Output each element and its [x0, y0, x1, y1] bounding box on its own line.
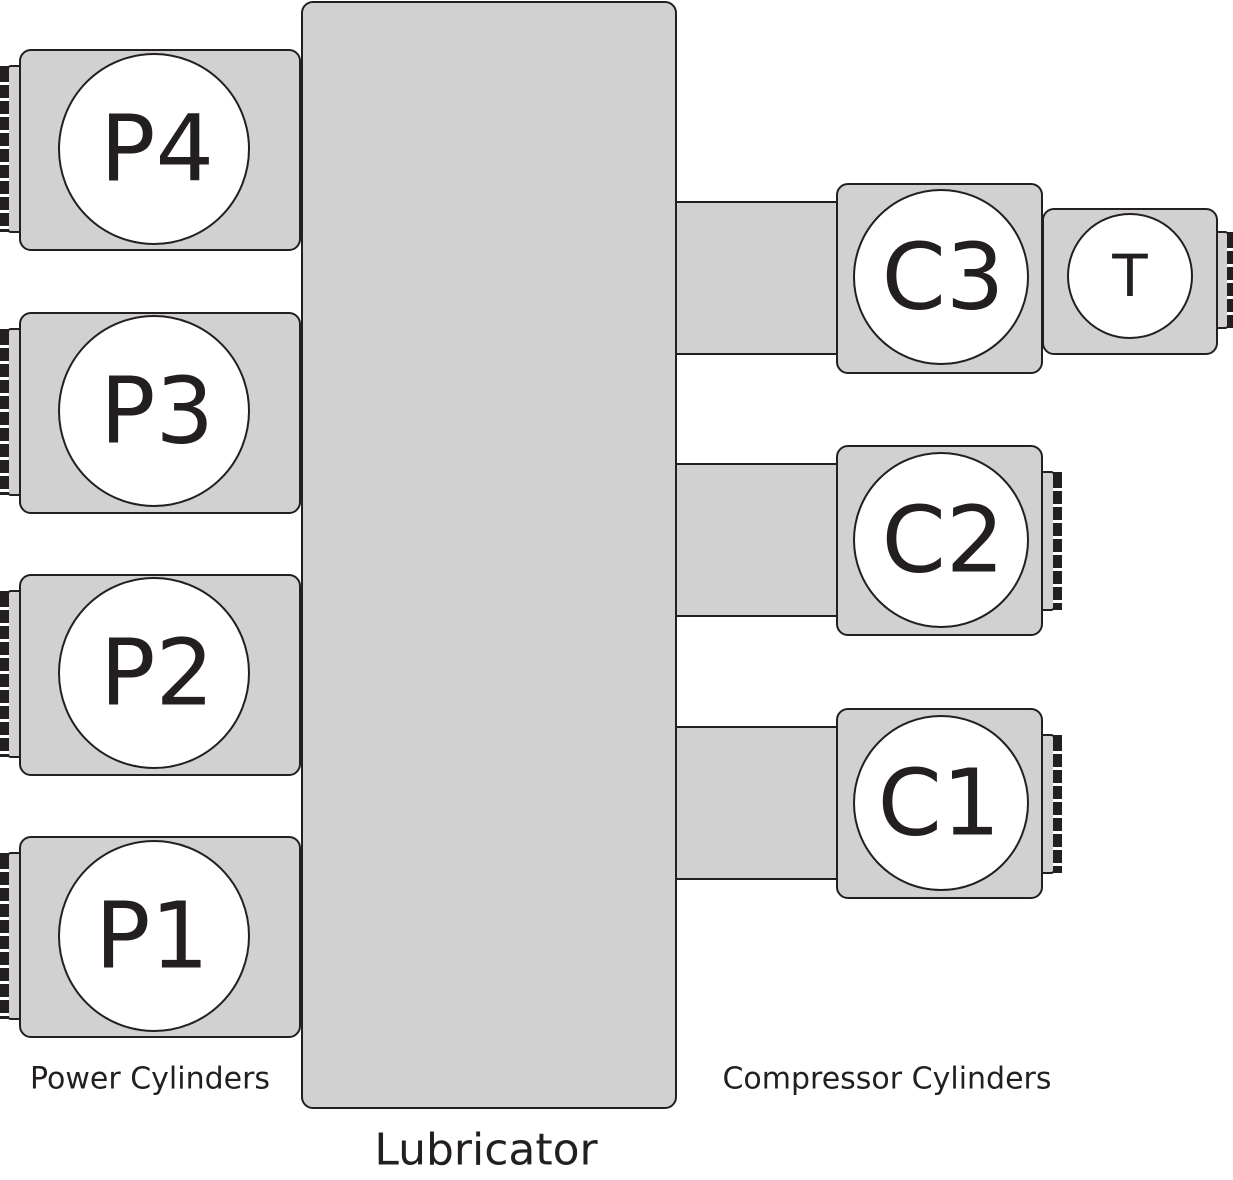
serration-gap: [0, 1013, 9, 1016]
serration-gap: [1053, 536, 1062, 539]
serration-gap: [1227, 280, 1233, 283]
serration-gap: [1053, 847, 1062, 850]
cylinder-label: P3: [100, 358, 214, 465]
serration-gap: [0, 949, 9, 952]
serration-gap: [1053, 568, 1062, 571]
cylinder-label: T: [1111, 242, 1148, 310]
power-cylinders-caption: Power Cylinders: [30, 1062, 270, 1097]
compressor-cylinders-caption: Compressor Cylinders: [722, 1062, 1051, 1097]
serration-gap: [0, 671, 9, 674]
serration-gap: [0, 377, 9, 380]
serration-gap: [0, 735, 9, 738]
serration-gap: [1053, 831, 1062, 834]
cylinder-label: P2: [100, 620, 214, 727]
serration-gap: [1053, 520, 1062, 523]
serration-gap: [0, 751, 9, 754]
cylinder-label: C1: [878, 750, 1001, 857]
power-cylinder-p4: P4: [7, 49, 301, 251]
serration-gap: [0, 210, 9, 213]
arm-c1: [669, 726, 843, 880]
compressor-cylinder-c3: C3: [836, 183, 1043, 374]
serration-strip: [1053, 472, 1062, 610]
serration-gap: [0, 114, 9, 117]
serration-gap: [0, 425, 9, 428]
power-cylinder-p1: P1: [7, 836, 301, 1038]
cylinder-label: C2: [882, 487, 1005, 594]
serration-gap: [0, 98, 9, 101]
serration-gap: [0, 687, 9, 690]
power-cylinder-teeth: [0, 66, 9, 1019]
cylinder-label: P1: [95, 883, 209, 990]
serration-gap: [1053, 783, 1062, 786]
lubricator-body: [301, 1, 677, 1109]
serration-gap: [0, 162, 9, 165]
serration-gap: [0, 361, 9, 364]
serration-gap: [1053, 767, 1062, 770]
serration-gap: [1053, 600, 1062, 603]
cylinder-label: P4: [100, 96, 214, 203]
serration-gap: [0, 901, 9, 904]
serration-gap: [1227, 296, 1233, 299]
serration-gap: [0, 409, 9, 412]
serration-gap: [0, 607, 9, 610]
serration-gap: [0, 997, 9, 1000]
serration-gap: [0, 393, 9, 396]
serration-gap: [1227, 248, 1233, 251]
serration-gap: [1053, 504, 1062, 507]
serration-gap: [1053, 815, 1062, 818]
compressor-cylinder-teeth: [1053, 232, 1233, 873]
serration-gap: [1053, 552, 1062, 555]
serration-gap: [0, 917, 9, 920]
arm-c2: [669, 463, 843, 617]
serration-gap: [0, 441, 9, 444]
power-cylinder-p2: P2: [7, 574, 301, 776]
serration-gap: [0, 885, 9, 888]
serration-gap: [1227, 312, 1233, 315]
cylinder-label: C3: [882, 224, 1005, 331]
serration-gap: [1053, 488, 1062, 491]
serration-gap: [1053, 584, 1062, 587]
serration-gap: [0, 130, 9, 133]
serration-gap: [0, 623, 9, 626]
serration-strip: [1053, 735, 1062, 873]
serration-gap: [0, 457, 9, 460]
serration-gap: [1053, 863, 1062, 866]
serration-gap: [0, 655, 9, 658]
compressor-cylinder-c2: C2: [836, 445, 1055, 636]
serration-gap: [0, 82, 9, 85]
serration-gap: [0, 703, 9, 706]
compressor-cylinder-c1: C1: [836, 708, 1055, 899]
serration-gap: [1053, 799, 1062, 802]
lubricator-caption: Lubricator: [374, 1125, 598, 1176]
serration-gap: [0, 639, 9, 642]
serration-gap: [0, 178, 9, 181]
serration-gap: [1227, 264, 1233, 267]
serration-gap: [0, 489, 9, 492]
serration-gap: [0, 473, 9, 476]
serration-gap: [0, 869, 9, 872]
tail-cylinder-t: T: [1042, 208, 1229, 355]
serration-gap: [0, 933, 9, 936]
serration-gap: [0, 981, 9, 984]
serration-gap: [0, 965, 9, 968]
serration-gap: [0, 719, 9, 722]
serration-gap: [0, 226, 9, 229]
serration-gap: [0, 146, 9, 149]
arm-c3: [669, 201, 843, 355]
serration-gap: [1053, 751, 1062, 754]
power-cylinder-p3: P3: [7, 312, 301, 514]
serration-gap: [0, 194, 9, 197]
serration-gap: [0, 345, 9, 348]
